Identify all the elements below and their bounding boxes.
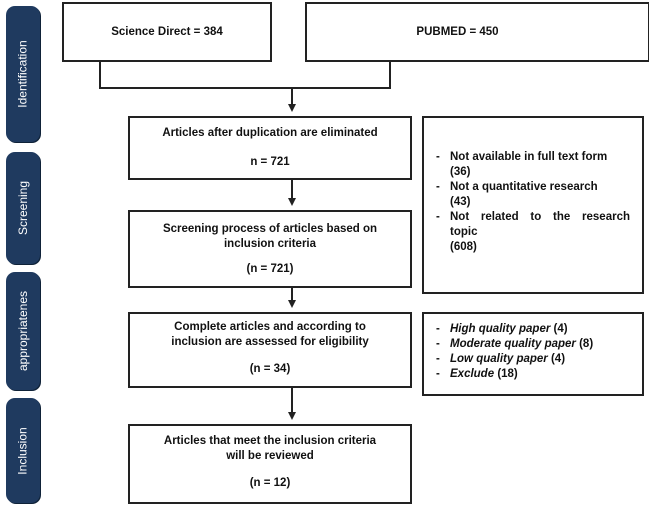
quality-item: - High quality paper (4) <box>434 322 634 337</box>
eligibility-text-line2: inclusion are assessed for eligibility <box>171 336 369 348</box>
exclusion-item: - Not available in full text form (36) <box>434 150 630 180</box>
eligibility-count: (n = 34) <box>249 363 291 375</box>
bullet-dash: - <box>436 353 440 365</box>
bullet-dash: - <box>436 338 440 350</box>
quality-label: Exclude <box>450 368 495 380</box>
exclusion-count: (43) <box>450 196 471 208</box>
quality-label: High quality paper <box>450 323 551 335</box>
dedup-text: Articles after duplication are eliminate… <box>162 127 378 139</box>
bullet-dash: - <box>436 151 440 163</box>
included-text-line1: Articles that meet the inclusion criteri… <box>163 435 377 447</box>
exclusion-text: Not available in full text form <box>450 151 608 163</box>
quality-item: - Exclude (18) <box>434 367 634 382</box>
stage-tab-appropriateness: appropriatenes <box>6 272 40 390</box>
exclusion-item: - Not related to the research topic (608… <box>434 210 630 255</box>
bullet-dash: - <box>436 368 440 380</box>
quality-item: - Moderate quality paper (8) <box>434 337 634 352</box>
eligibility-box: Complete articles and according to inclu… <box>128 312 412 388</box>
screening-count: (n = 721) <box>246 263 294 275</box>
source-science-direct-box: Science Direct = 384 <box>62 2 272 62</box>
exclusion-item: - Not a quantitative research (43) <box>434 180 630 210</box>
included-text-line2: will be reviewed <box>226 450 314 462</box>
quality-assessment-box: - High quality paper (4) - Moderate qual… <box>422 312 644 396</box>
source-pubmed-box: PUBMED = 450 <box>305 2 649 62</box>
included-count: (n = 12) <box>249 477 291 489</box>
screening-box: Screening process of articles based on i… <box>128 210 412 288</box>
bullet-dash: - <box>436 323 440 335</box>
screening-text-line2: inclusion criteria <box>223 238 317 250</box>
quality-count: (4) <box>553 323 568 335</box>
exclusion-reasons-box: - Not available in full text form (36) -… <box>422 116 644 294</box>
source-science-direct-label: Science Direct = 384 <box>111 25 223 38</box>
quality-label: Low quality paper <box>450 353 548 365</box>
exclusion-text-line1: Not related to the research <box>450 211 630 223</box>
quality-count: (18) <box>497 368 518 380</box>
eligibility-text-line1: Complete articles and according to <box>174 321 366 333</box>
quality-count: (4) <box>550 353 566 365</box>
merge-connector <box>99 62 391 112</box>
stage-tab-identification: Identification <box>6 6 40 142</box>
stage-tab-inclusion: Inclusion <box>6 398 40 503</box>
bullet-dash: - <box>436 181 440 193</box>
quality-item: - Low quality paper (4) <box>434 352 634 367</box>
exclusion-count: (608) <box>450 241 477 253</box>
dedup-count: n = 721 <box>250 156 290 168</box>
dedup-box: Articles after duplication are eliminate… <box>128 116 412 180</box>
quality-count: (8) <box>579 338 594 350</box>
source-pubmed-label: PUBMED = 450 <box>416 25 499 38</box>
quality-label: Moderate quality paper <box>450 338 576 350</box>
stage-tab-screening: Screening <box>6 152 40 264</box>
bullet-dash: - <box>436 211 440 223</box>
exclusion-text: Not a quantitative research <box>450 181 598 193</box>
included-box: Articles that meet the inclusion criteri… <box>128 424 412 504</box>
screening-text-line1: Screening process of articles based on <box>162 223 378 235</box>
exclusion-text-line2: topic <box>450 226 478 238</box>
exclusion-count: (36) <box>450 166 471 178</box>
